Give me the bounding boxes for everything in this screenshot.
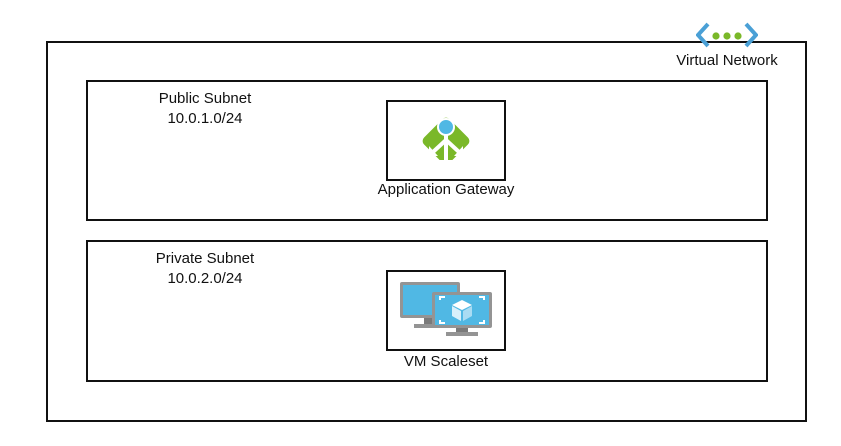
public-subnet-name: Public Subnet <box>158 90 252 107</box>
vm-scaleset-icon <box>400 282 492 336</box>
virtual-network-icon <box>696 22 758 48</box>
private-subnet-cidr: 10.0.2.0/24 <box>167 270 243 287</box>
virtual-network-label: Virtual Network <box>676 52 778 69</box>
application-gateway-node[interactable] <box>386 100 506 181</box>
vm-scaleset-node[interactable] <box>386 270 506 351</box>
vm-scaleset-label: VM Scaleset <box>403 353 489 370</box>
virtual-network-boundary <box>46 41 807 422</box>
application-gateway-icon <box>422 117 470 167</box>
private-subnet-name: Private Subnet <box>155 250 255 267</box>
public-subnet <box>86 80 768 221</box>
private-subnet <box>86 240 768 382</box>
application-gateway-label: Application Gateway <box>377 181 515 198</box>
public-subnet-cidr: 10.0.1.0/24 <box>167 110 243 127</box>
